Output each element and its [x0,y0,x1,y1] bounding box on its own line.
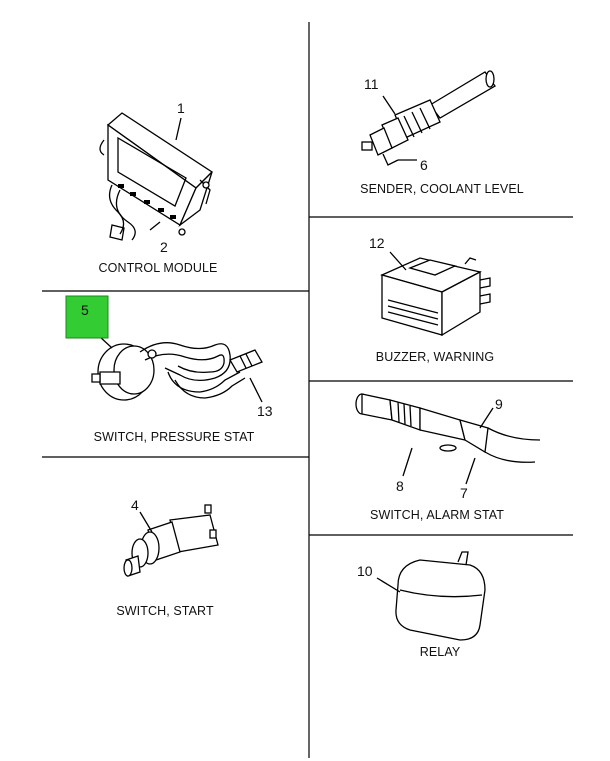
start-switch-illustration [123,504,219,577]
coolant-sender-illustration [361,70,496,166]
caption-start-switch: SWITCH, START [116,604,214,618]
callout-2: 2 [160,239,168,255]
caption-buzzer: BUZZER, WARNING [375,350,495,364]
alarm-switch-illustration [355,393,541,485]
callout-4: 4 [131,497,139,513]
relay-illustration [376,551,486,641]
callout-6: 6 [420,157,428,173]
control-module-illustration [99,112,214,241]
caption-alarm-switch: SWITCH, ALARM STAT [370,508,504,522]
buzzer-illustration [380,251,491,337]
callout-11: 11 [364,76,379,92]
callout-12: 12 [369,235,385,251]
pressure-switch-illustration [91,335,263,403]
caption-relay: RELAY [419,645,461,659]
callout-5: 5 [81,302,89,318]
caption-control-module: CONTROL MODULE [98,261,218,275]
caption-coolant-sender: SENDER, COOLANT LEVEL [360,182,524,196]
callout-1: 1 [177,100,185,116]
caption-pressure-switch: SWITCH, PRESSURE STAT [93,430,255,444]
highlight-box [65,295,109,339]
callout-10: 10 [357,563,373,579]
callout-13: 13 [257,403,273,419]
callout-9: 9 [495,396,503,412]
callout-7: 7 [460,485,468,501]
callout-8: 8 [396,478,404,494]
